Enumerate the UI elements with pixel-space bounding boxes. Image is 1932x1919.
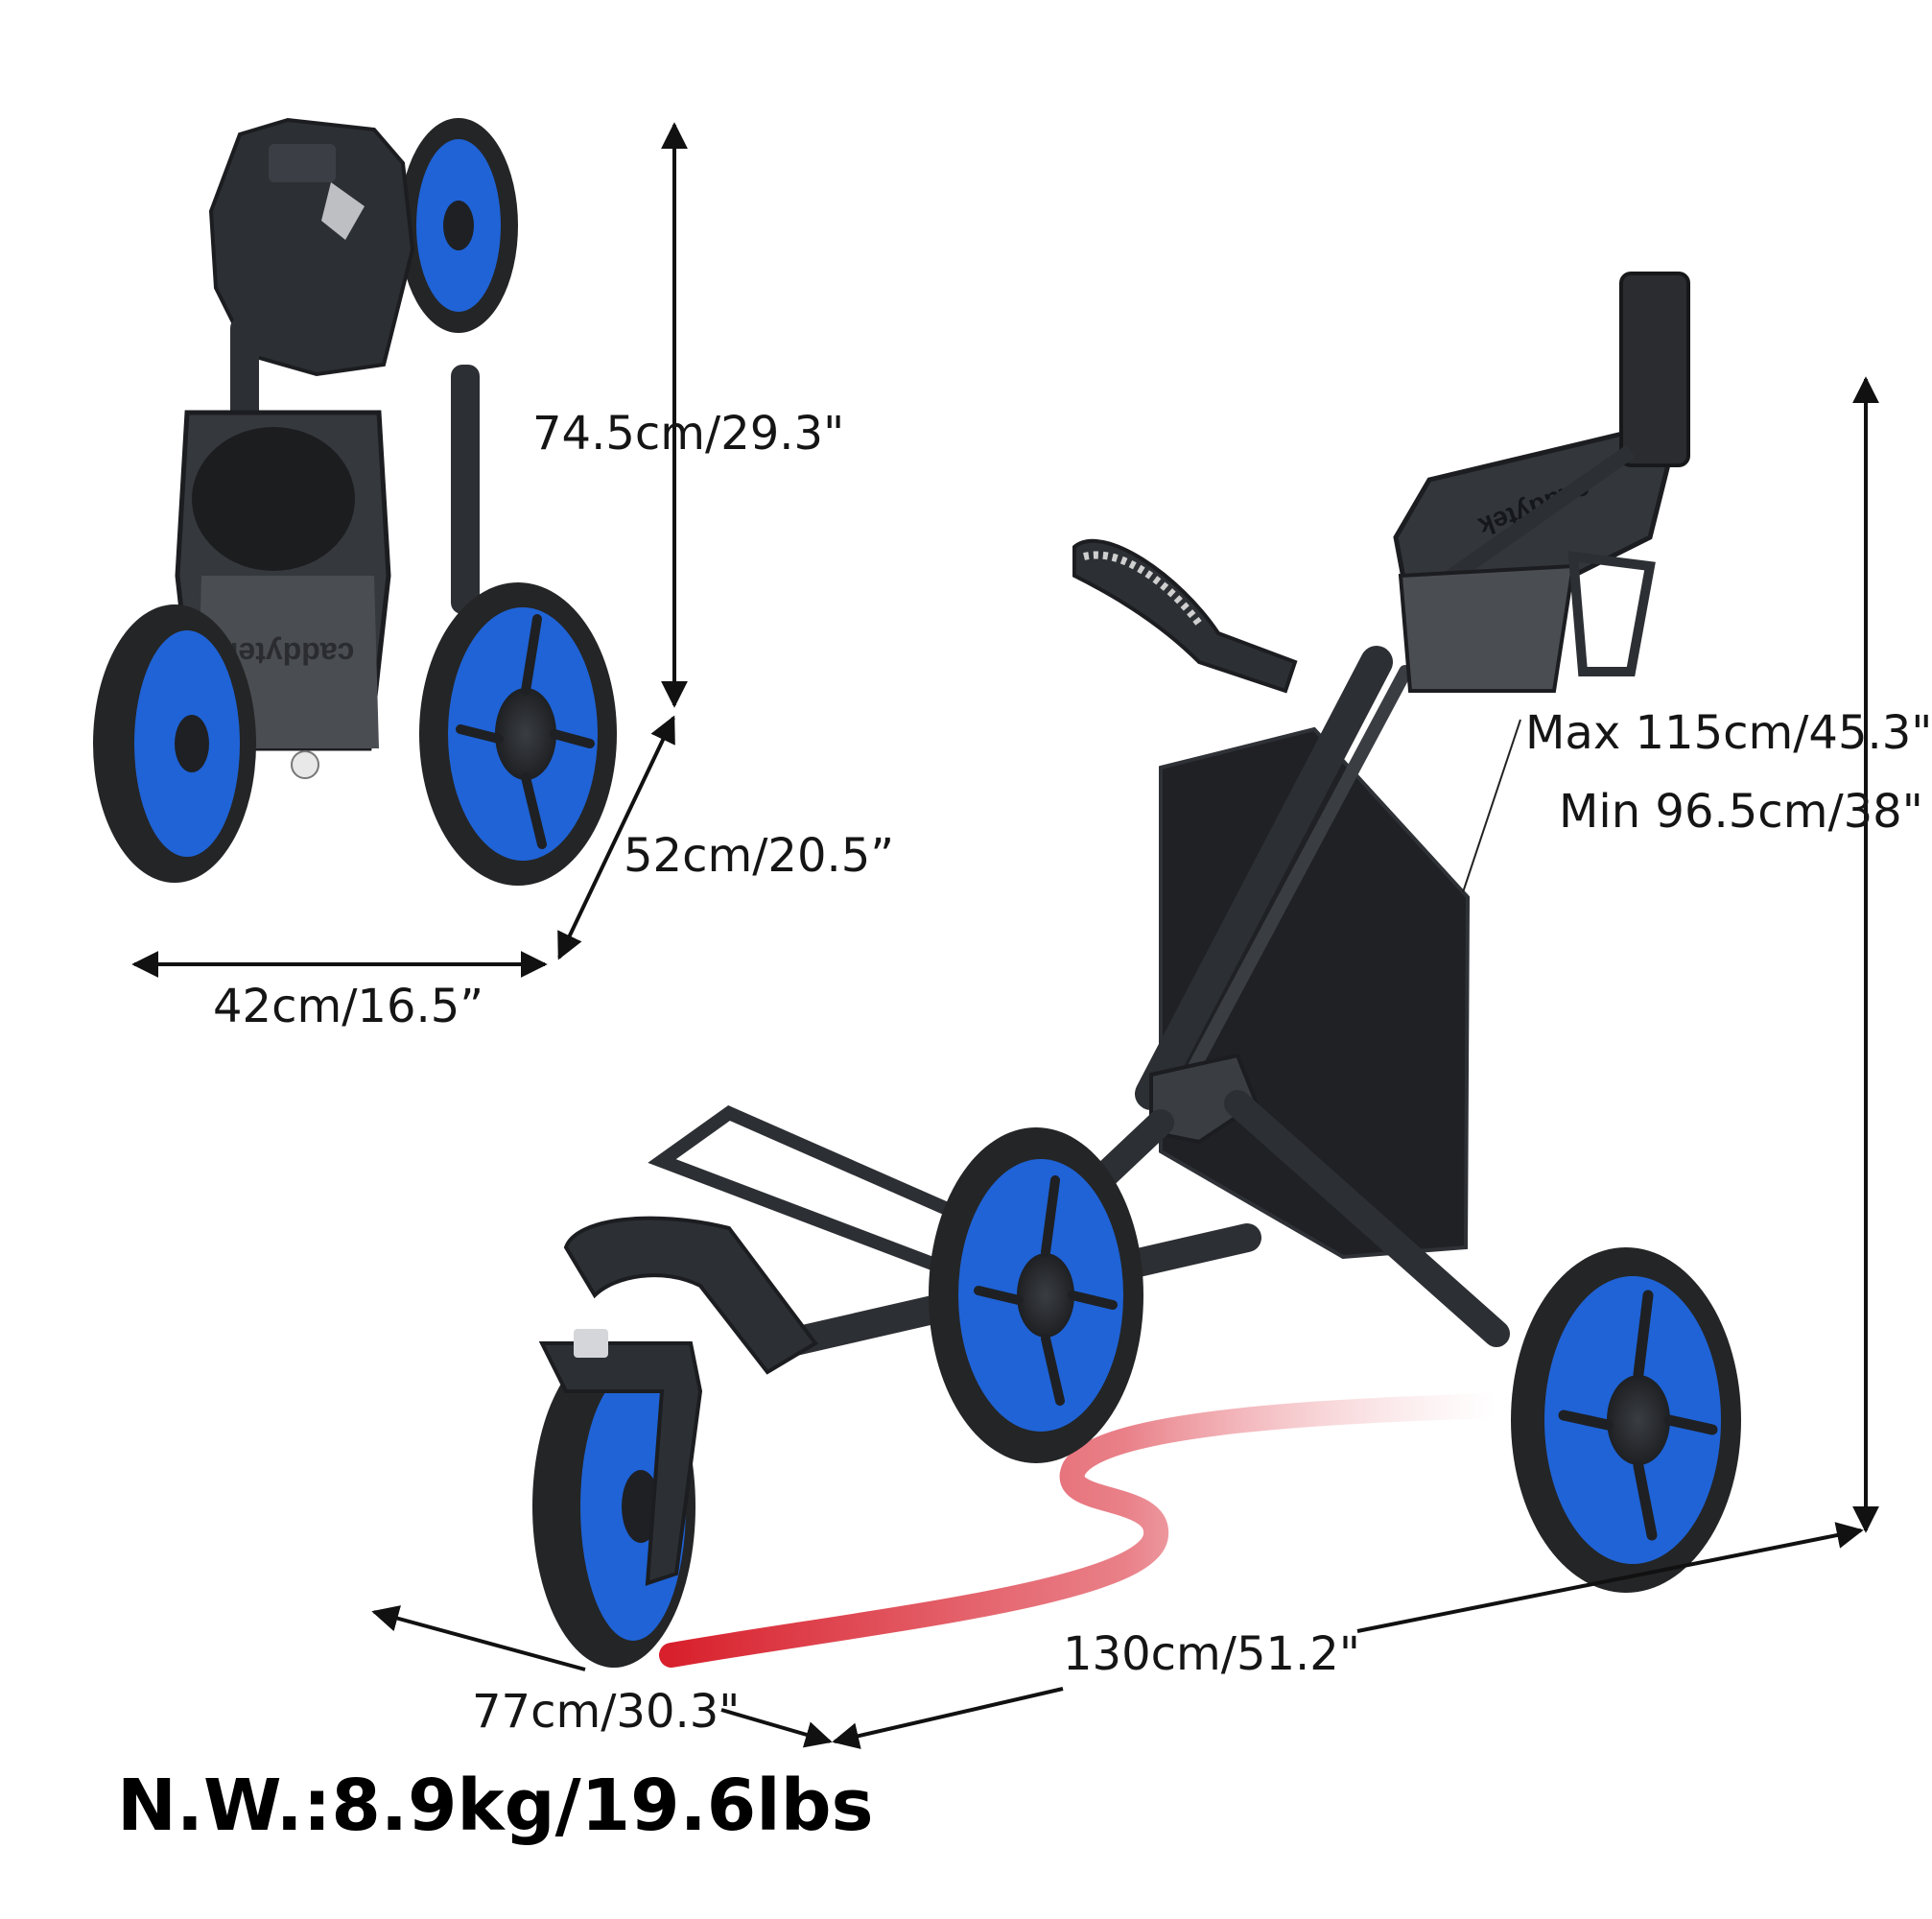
folded-depth-label: 52cm/20.5” bbox=[624, 829, 895, 883]
open-height-min-label: Min 96.5cm/38" bbox=[1559, 785, 1923, 839]
open-width-arrow-right bbox=[720, 1708, 833, 1748]
folded-width-label: 42cm/16.5” bbox=[213, 980, 484, 1033]
folded-right-wheel bbox=[419, 582, 617, 886]
rear-left-wheel bbox=[929, 1127, 1143, 1463]
mesh-basket bbox=[1398, 563, 1576, 693]
rear-right-wheel bbox=[1511, 1247, 1741, 1593]
folded-left-wheel bbox=[93, 604, 256, 883]
folded-height-label: 74.5cm/29.3" bbox=[532, 407, 845, 461]
folded-cart-illustration: caddytek bbox=[93, 117, 617, 886]
open-width-arrow-left bbox=[371, 1605, 586, 1671]
bag-panel bbox=[1159, 726, 1471, 1260]
left-handle bbox=[1072, 539, 1298, 694]
open-cart-illustration: caddytek bbox=[532, 272, 1741, 1668]
open-length-arrow-left bbox=[1356, 1522, 1864, 1633]
folded-handle-cluster bbox=[208, 117, 415, 377]
folded-top-wheel bbox=[399, 118, 518, 333]
net-weight-label: N.W.:8.9kg/19.6lbs bbox=[117, 1765, 874, 1847]
folded-brand-text: caddytek bbox=[221, 636, 354, 671]
open-length-label: 130cm/51.2" bbox=[1063, 1627, 1360, 1681]
open-length-arrow-right bbox=[832, 1687, 1064, 1749]
open-height-max-label: Max 115cm/45.3" bbox=[1525, 706, 1932, 760]
turning-path bbox=[659, 1393, 1509, 1668]
height-leader-line bbox=[1462, 719, 1521, 893]
folded-depth-arrow bbox=[557, 715, 675, 960]
open-width-label: 77cm/30.3" bbox=[472, 1685, 741, 1739]
